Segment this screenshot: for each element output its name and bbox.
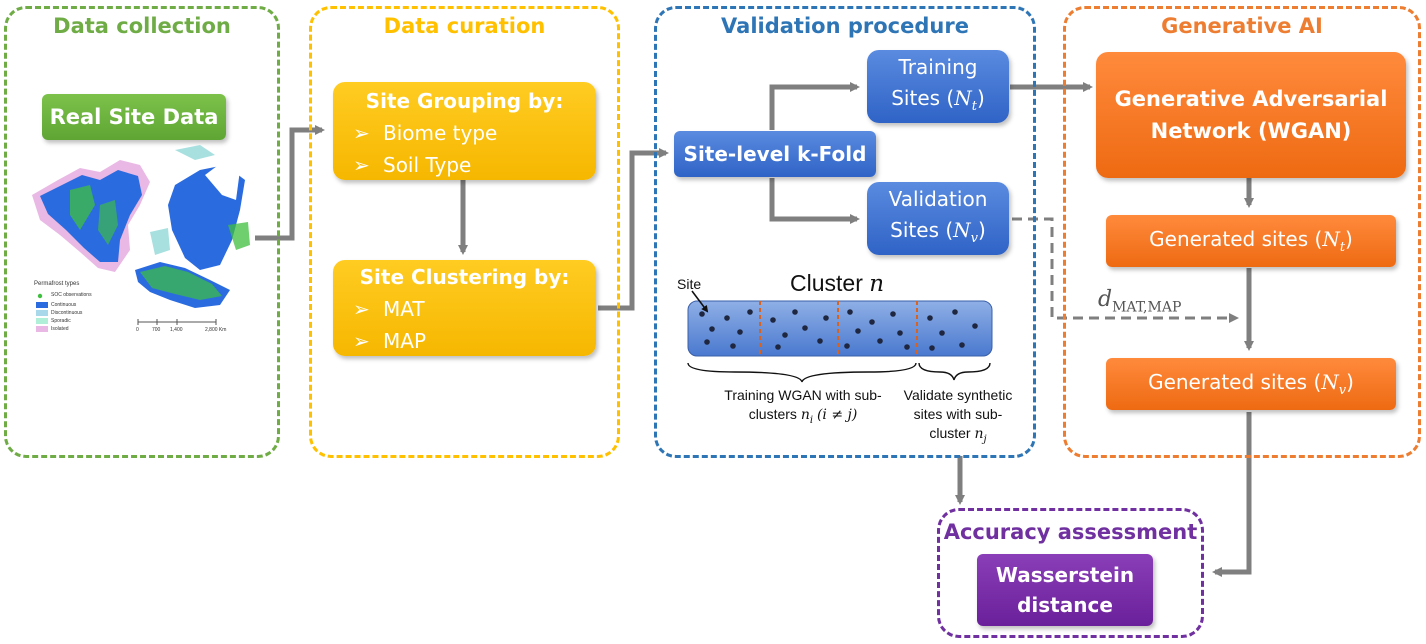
distance-label: dMAT,MAP (1098, 287, 1182, 316)
map-legend-item-soc: SOC observations (51, 292, 92, 298)
map-scale-2800: 2,800 Km (205, 327, 227, 333)
panel-title-collection: Data collection (53, 14, 231, 38)
generated-sites-t-box: Generated sites (Nt) (1106, 215, 1396, 267)
arrow-kfold-to-validation (769, 178, 860, 224)
clustering-item-map: ➢MAP (333, 325, 596, 357)
training-sites-box: Training Sites (Nt) (867, 50, 1009, 123)
arrow-clustering-to-kfold (598, 148, 669, 311)
map-legend-title: Permafrost types (34, 281, 80, 287)
arrow-collection-to-grouping (255, 125, 325, 241)
site-grouping-heading: Site Grouping by: (365, 89, 564, 113)
panel-data-curation (309, 6, 620, 458)
grouping-item-soil: ➢Soil Type (333, 149, 596, 181)
dashed-arrow-validation-to-distance (1012, 217, 1239, 323)
validate-synthetic-note: Validate synthetic sites with sub- clust… (903, 387, 1013, 445)
map-legend-item-continuous: Continuous (51, 302, 77, 308)
map-legend-item-discontinuous: Discontinuous (51, 310, 83, 316)
cluster-label: Cluster n (790, 270, 885, 297)
real-site-data-box: Real Site Data (42, 94, 226, 140)
real-site-data-label: Real Site Data (49, 105, 219, 129)
generated-sites-v-box: Generated sites (Nv) (1106, 358, 1396, 410)
site-clustering-list: Site Clustering by: ➢MAT ➢MAP (333, 261, 596, 357)
wasserstein-line2: distance (1017, 593, 1113, 617)
generated-sites-v-label: Generated sites (Nv) (1148, 370, 1354, 398)
panel-title-accuracy: Accuracy assessment (943, 520, 1198, 544)
panel-generative-ai (1063, 6, 1421, 458)
map-legend-item-sporadic: Sporadic (51, 318, 71, 324)
site-level-kfold-label: Site-level k-Fold (683, 142, 867, 166)
training-wgan-note: Training WGAN with sub- clusters ni (i ≠… (724, 387, 882, 426)
panel-title-validation: Validation procedure (721, 14, 969, 38)
site-grouping-box (333, 82, 596, 180)
panel-validation-procedure (654, 6, 1036, 458)
clustering-item-mat: ➢MAT (333, 293, 596, 325)
validation-sites-box: Validation Sites (Nv) (867, 182, 1009, 255)
wgan-box: Generative Adversarial Network (WGAN) (1096, 52, 1406, 178)
panel-title-curation: Data curation (383, 14, 546, 38)
panel-accuracy-assessment (937, 508, 1204, 638)
map-scale-1400: 1,400 (170, 327, 183, 333)
panel-data-collection (4, 6, 280, 458)
site-clustering-box (333, 260, 596, 356)
arrow-gen-v-to-wasserstein (1212, 412, 1252, 577)
arrowhead-bullet-icon: ➢ (353, 153, 370, 177)
site-clustering-heading: Site Clustering by: (359, 265, 570, 289)
training-sites-line1: Training (898, 54, 978, 79)
site-label: Site (677, 276, 702, 292)
training-sites-line2: Sites (Nt) (891, 85, 985, 114)
site-grouping-list: Site Grouping by: ➢Biome type ➢Soil Type (333, 85, 596, 181)
arrowhead-bullet-icon: ➢ (353, 121, 370, 145)
map-scale-700: 700 (152, 327, 161, 333)
arrowhead-bullet-icon: ➢ (353, 297, 370, 321)
wasserstein-distance-box: Wasserstein distance (977, 554, 1153, 626)
wgan-line1: Generative Adversarial (1114, 87, 1388, 111)
grouping-item-biome: ➢Biome type (333, 117, 596, 149)
arrowhead-bullet-icon: ➢ (353, 329, 370, 353)
wgan-line2: Network (WGAN) (1150, 119, 1352, 143)
arrow-kfold-to-training (769, 82, 860, 130)
generated-sites-t-label: Generated sites (Nt) (1149, 227, 1353, 255)
validation-sites-line1: Validation (888, 186, 988, 211)
map-scale-0: 0 (136, 327, 139, 333)
site-level-kfold-box: Site-level k-Fold (674, 131, 876, 177)
wasserstein-line1: Wasserstein (995, 563, 1135, 587)
validation-sites-line2: Sites (Nv) (890, 217, 986, 246)
panel-title-generative: Generative AI (1161, 14, 1323, 38)
map-legend-item-isolated: Isolated (51, 326, 69, 332)
